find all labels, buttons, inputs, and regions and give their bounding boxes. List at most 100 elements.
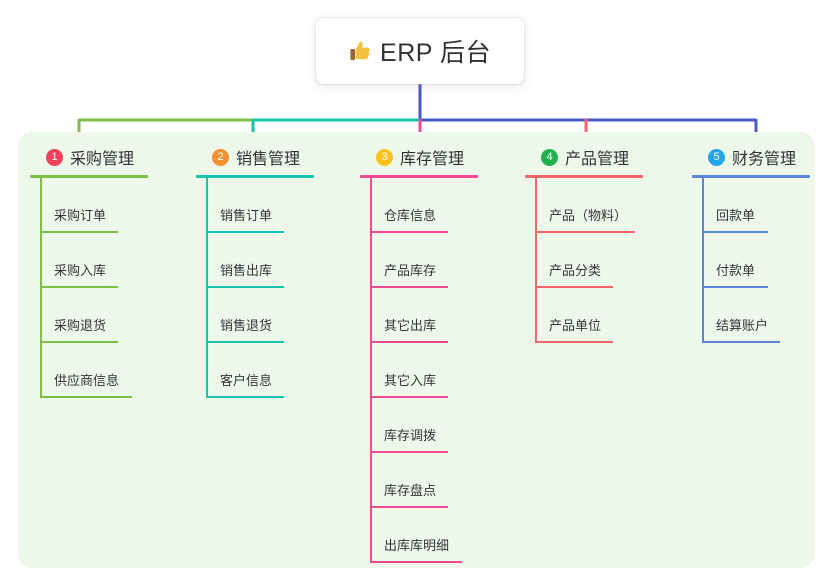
list-item-label: 仓库信息: [384, 208, 437, 223]
list-item-underline: [40, 286, 118, 288]
list-item[interactable]: 产品分类: [525, 233, 685, 288]
list-item-underline: [206, 341, 284, 343]
list-item[interactable]: 仓库信息: [360, 178, 520, 233]
list-item[interactable]: 销售出库: [196, 233, 346, 288]
list-item-label: 产品分类: [549, 263, 602, 278]
list-item[interactable]: 采购订单: [30, 178, 180, 233]
column-header[interactable]: 2 销售管理: [196, 145, 346, 169]
column-title: 销售管理: [236, 151, 301, 168]
list-item-label: 销售出库: [220, 263, 273, 278]
list-item-underline: [370, 451, 448, 453]
list-item[interactable]: 采购退货: [30, 288, 180, 343]
list-item-label: 销售退货: [220, 318, 273, 333]
column-4: 4 产品管理产品（物料） 产品分类产品单位: [525, 145, 685, 343]
list-item-underline: [370, 341, 448, 343]
list-item[interactable]: 付款单: [692, 233, 839, 288]
list-item-label: 采购入库: [54, 263, 107, 278]
column-spine: [370, 178, 372, 563]
thumbs-up-icon: [349, 40, 371, 62]
list-item[interactable]: 产品库存: [360, 233, 520, 288]
list-item-underline: [535, 341, 613, 343]
list-item-label: 出库库明细: [384, 538, 450, 553]
column-title: 财务管理: [732, 151, 797, 168]
list-item[interactable]: 其它入库: [360, 343, 520, 398]
column-underline: [525, 175, 643, 178]
column-underline: [196, 175, 314, 178]
list-item-label: 采购订单: [54, 208, 107, 223]
list-item[interactable]: 产品单位: [525, 288, 685, 343]
root-node-card[interactable]: ERP 后台: [316, 18, 524, 84]
column-header[interactable]: 3 库存管理: [360, 145, 520, 169]
column-spine: [40, 178, 42, 398]
list-item[interactable]: 结算账户: [692, 288, 839, 343]
list-item[interactable]: 回款单: [692, 178, 839, 233]
list-item-label: 付款单: [716, 263, 756, 278]
column-items: 销售订单销售出库销售退货客户信息: [196, 178, 346, 398]
list-item-underline: [370, 286, 448, 288]
list-item-underline: [370, 561, 462, 563]
column-items: 仓库信息产品库存其它出库其它入库库存调拨库存盘点出库库明细: [360, 178, 520, 563]
list-item[interactable]: 库存调拨: [360, 398, 520, 453]
column-items: 产品（物料） 产品分类产品单位: [525, 178, 685, 343]
list-item-label: 库存调拨: [384, 428, 437, 443]
list-item-underline: [535, 231, 635, 233]
column-spine: [702, 178, 704, 343]
column-index-badge: 1: [46, 148, 63, 166]
column-index-badge: 4: [541, 148, 558, 166]
list-item[interactable]: 销售订单: [196, 178, 346, 233]
list-item[interactable]: 采购入库: [30, 233, 180, 288]
list-item-underline: [535, 286, 613, 288]
list-item[interactable]: 其它出库: [360, 288, 520, 343]
column-title: 库存管理: [400, 151, 465, 168]
list-item[interactable]: 销售退货: [196, 288, 346, 343]
column-header[interactable]: 4 产品管理: [525, 145, 685, 169]
column-underline: [30, 175, 148, 178]
list-item-underline: [702, 341, 780, 343]
column-spine: [206, 178, 208, 398]
column-5: 5 财务管理回款单付款单结算账户: [692, 145, 839, 343]
column-header[interactable]: 1 采购管理: [30, 145, 180, 169]
list-item-underline: [40, 231, 118, 233]
list-item-underline: [370, 231, 448, 233]
list-item-label: 供应商信息: [54, 373, 120, 388]
list-item-label: 产品单位: [549, 318, 602, 333]
list-item-underline: [40, 341, 118, 343]
column-index-badge: 5: [708, 148, 725, 166]
list-item-label: 客户信息: [220, 373, 273, 388]
list-item-underline: [702, 286, 768, 288]
column-title: 产品管理: [565, 151, 630, 168]
column-header[interactable]: 5 财务管理: [692, 145, 839, 169]
list-item-label: 采购退货: [54, 318, 107, 333]
list-item-underline: [702, 231, 768, 233]
list-item[interactable]: 产品（物料）: [525, 178, 685, 233]
column-2: 2 销售管理销售订单销售出库销售退货客户信息: [196, 145, 346, 398]
column-spine: [535, 178, 537, 343]
column-items: 回款单付款单结算账户: [692, 178, 839, 343]
column-items: 采购订单采购入库采购退货供应商信息: [30, 178, 180, 398]
list-item-label: 其它入库: [384, 373, 437, 388]
column-underline: [692, 175, 810, 178]
root-title: ERP 后台: [380, 39, 491, 67]
column-index-badge: 3: [376, 148, 393, 166]
list-item-label: 产品库存: [384, 263, 437, 278]
list-item-underline: [206, 231, 284, 233]
list-item[interactable]: 客户信息: [196, 343, 346, 398]
list-item-underline: [40, 396, 132, 398]
columns-panel: [18, 132, 815, 568]
list-item-label: 销售订单: [220, 208, 273, 223]
column-index-badge: 2: [212, 148, 229, 166]
list-item-label: 结算账户: [716, 318, 769, 333]
column-underline: [360, 175, 478, 178]
list-item[interactable]: 库存盘点: [360, 453, 520, 508]
list-item-label: 其它出库: [384, 318, 437, 333]
list-item-underline: [206, 396, 284, 398]
column-3: 3 库存管理仓库信息产品库存其它出库其它入库库存调拨库存盘点出库库明细: [360, 145, 520, 563]
column-title: 采购管理: [70, 151, 135, 168]
list-item[interactable]: 供应商信息: [30, 343, 180, 398]
list-item-underline: [370, 506, 448, 508]
list-item-underline: [370, 396, 448, 398]
list-item-label: 库存盘点: [384, 483, 437, 498]
list-item-label: 回款单: [716, 208, 756, 223]
list-item[interactable]: 出库库明细: [360, 508, 520, 563]
